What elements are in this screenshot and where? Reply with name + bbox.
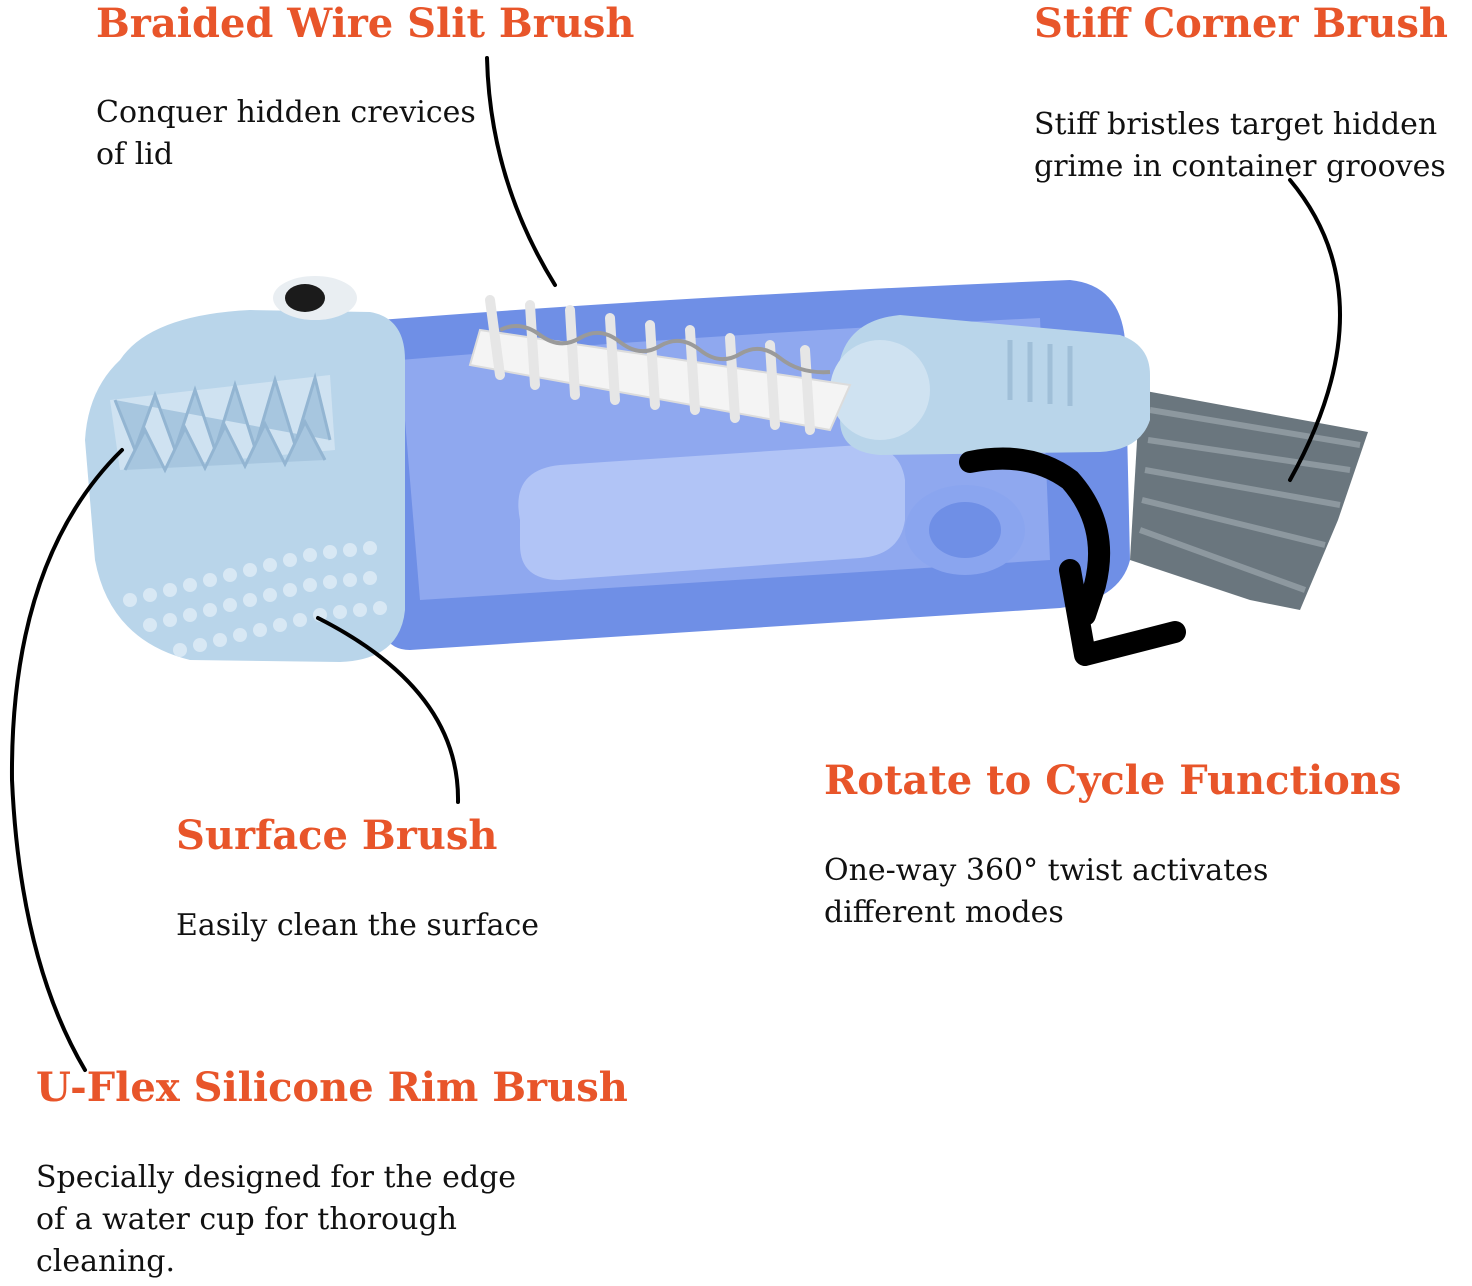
- leader-lines: [9, 56, 1342, 1072]
- surface-brush-bristles: [123, 541, 387, 657]
- stiff-corner-bristles: [1130, 390, 1368, 610]
- feature-desc-surface-brush: Easily clean the surface: [176, 905, 539, 947]
- desc-line: Stiff bristles target hidden: [1034, 107, 1438, 142]
- rotating-cap: [830, 315, 1150, 455]
- braided-wire-brush: [468, 295, 852, 435]
- silicone-shark-head: [85, 276, 405, 662]
- desc-line: of lid: [96, 137, 174, 172]
- feature-desc-rotate-to-cycle-functions: One-way 360° twist activates different m…: [824, 850, 1268, 934]
- feature-desc-u-flex-silicone-rim-brush: Specially designed for the edge of a wat…: [36, 1157, 516, 1283]
- desc-line: grime in container grooves: [1034, 149, 1446, 184]
- feature-title-u-flex-silicone-rim-brush: U-Flex Silicone Rim Brush: [36, 1064, 628, 1111]
- leader-line-surface: [316, 616, 461, 804]
- desc-line: cleaning.: [36, 1244, 176, 1279]
- desc-line: Specially designed for the edge: [36, 1160, 517, 1195]
- desc-line: different modes: [824, 895, 1064, 930]
- feature-desc-stiff-corner-brush: Stiff bristles target hidden grime in co…: [1034, 104, 1446, 188]
- feature-desc-braided-wire-slit-brush: Conquer hidden crevices of lid: [96, 92, 476, 176]
- feature-title-braided-wire-slit-brush: Braided Wire Slit Brush: [96, 0, 635, 47]
- rotation-arrow-icon: [959, 447, 1186, 666]
- feature-title-stiff-corner-brush: Stiff Corner Brush: [1034, 0, 1449, 47]
- desc-line: One-way 360° twist activates: [824, 853, 1269, 888]
- desc-line: Conquer hidden crevices: [96, 95, 476, 130]
- feature-title-surface-brush: Surface Brush: [176, 812, 498, 859]
- desc-line: of a water cup for thorough: [36, 1202, 457, 1237]
- desc-line: Easily clean the surface: [176, 908, 540, 943]
- leader-line-braided-wire: [485, 56, 557, 287]
- leader-line-stiff-corner: [1288, 178, 1342, 482]
- feature-title-rotate-to-cycle-functions: Rotate to Cycle Functions: [824, 757, 1402, 804]
- leader-line-u-flex: [9, 448, 124, 1072]
